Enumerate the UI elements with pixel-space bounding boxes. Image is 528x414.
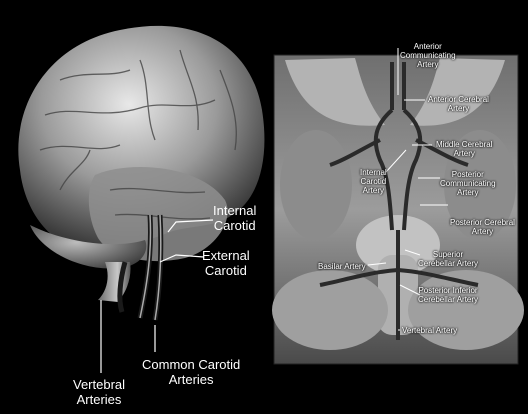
- label-vertebral-arteries: Vertebral Arteries: [73, 377, 125, 407]
- label-vertebral-artery: Vertebral Artery: [402, 326, 457, 335]
- label-external-carotid: External Carotid: [202, 248, 250, 278]
- label-anterior-communicating-artery: Anterior Communicating Artery: [400, 42, 456, 69]
- label-internal-carotid: Internal Carotid: [213, 203, 256, 233]
- label-internal-carotid-artery: Internal Carotid Artery: [360, 168, 387, 195]
- label-common-carotid-arteries: Common Carotid Arteries: [142, 357, 240, 387]
- label-posterior-cerebral-artery: Posterior Cerebral Artery: [450, 218, 515, 236]
- label-middle-cerebral-artery: Middle Cerebral Artery: [436, 140, 492, 158]
- label-anterior-cerebral-artery: Anterior Cerebral Artery: [428, 95, 489, 113]
- label-posterior-communicating-artery: Posterior Communicating Artery: [440, 170, 496, 197]
- label-posterior-inferior-cerebellar-artery: Posterior Inferior Cerebellar Artery: [418, 286, 478, 304]
- label-basilar-artery: Basilar Artery: [318, 262, 366, 271]
- label-superior-cerebellar-artery: Superior Cerebellar Artery: [418, 250, 478, 268]
